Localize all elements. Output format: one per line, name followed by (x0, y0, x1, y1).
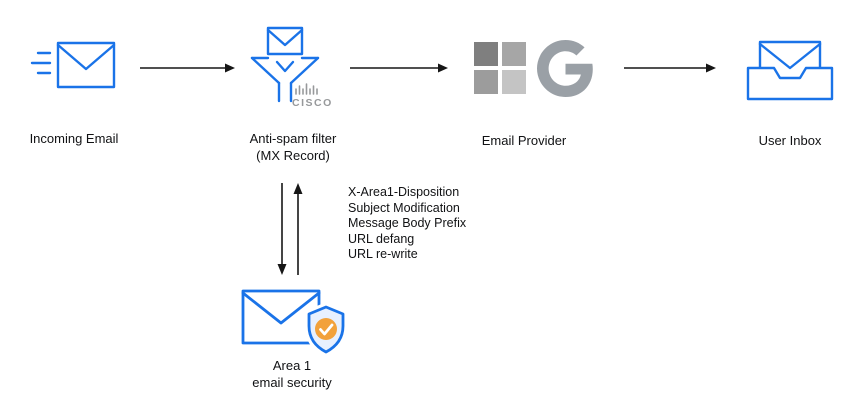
area1-sublabel-text: email security (252, 374, 332, 390)
check-badge (315, 318, 337, 340)
antispam-filter-sublabel-text: (MX Record) (256, 147, 330, 163)
annotation-line: X-Area1-Disposition (348, 185, 460, 199)
antispam-filter-icon: CISCO (250, 26, 333, 109)
microsoft-logo-icon (474, 42, 526, 94)
funnel-icon (250, 56, 320, 103)
incoming-email-icon (30, 41, 116, 89)
user-inbox-label-text: User Inbox (758, 133, 822, 148)
node-user-inbox (742, 38, 838, 102)
microsoft-logo (474, 42, 526, 94)
annotation-line: Subject Modification (348, 200, 460, 215)
envelope-icon (56, 41, 116, 89)
checkmark-icon (319, 323, 334, 336)
user-inbox-icon (746, 40, 834, 101)
shield-check-icon (304, 302, 348, 357)
cisco-logo: CISCO (292, 83, 333, 109)
antispam-filter-label-text: Anti-spam filter (249, 131, 337, 146)
node-incoming-email (28, 36, 120, 94)
speed-lines-icon (30, 51, 52, 75)
arrow-provider-to-inbox (624, 63, 716, 73)
arrow-up (293, 183, 303, 275)
area1-label-text: Area 1 (272, 358, 312, 373)
modification-annotations: X-Area1-Disposition Subject Modification… (348, 185, 466, 263)
email-provider-label: Email Provider (459, 133, 589, 150)
antispam-filter-label: Anti-spam filter (MX Record) (238, 131, 348, 164)
annotation-line: URL re-write (348, 247, 418, 261)
inbox-tray-icon (746, 66, 834, 101)
incoming-email-label: Incoming Email (28, 131, 120, 148)
annotation-line: Message Body Prefix (348, 216, 467, 230)
arrows-antispam-area1 (277, 183, 303, 275)
arrow-antispam-to-provider (350, 63, 448, 73)
envelope-icon (266, 26, 304, 73)
area1-security-icon (241, 289, 348, 357)
email-provider-label-text: Email Provider (481, 133, 567, 148)
node-area1-security (240, 283, 348, 361)
cisco-wordmark: CISCO (292, 97, 333, 109)
arrow-incoming-to-antispam (140, 63, 235, 73)
incoming-email-label-text: Incoming Email (29, 131, 119, 146)
arrow-down (277, 183, 287, 275)
google-logo (537, 40, 594, 97)
area1-security-label: Area 1 email security (236, 358, 348, 391)
node-antispam-filter: CISCO (248, 26, 340, 112)
annotation-line: URL defang (348, 231, 415, 246)
user-inbox-label: User Inbox (735, 133, 845, 150)
google-g-icon (537, 40, 593, 97)
